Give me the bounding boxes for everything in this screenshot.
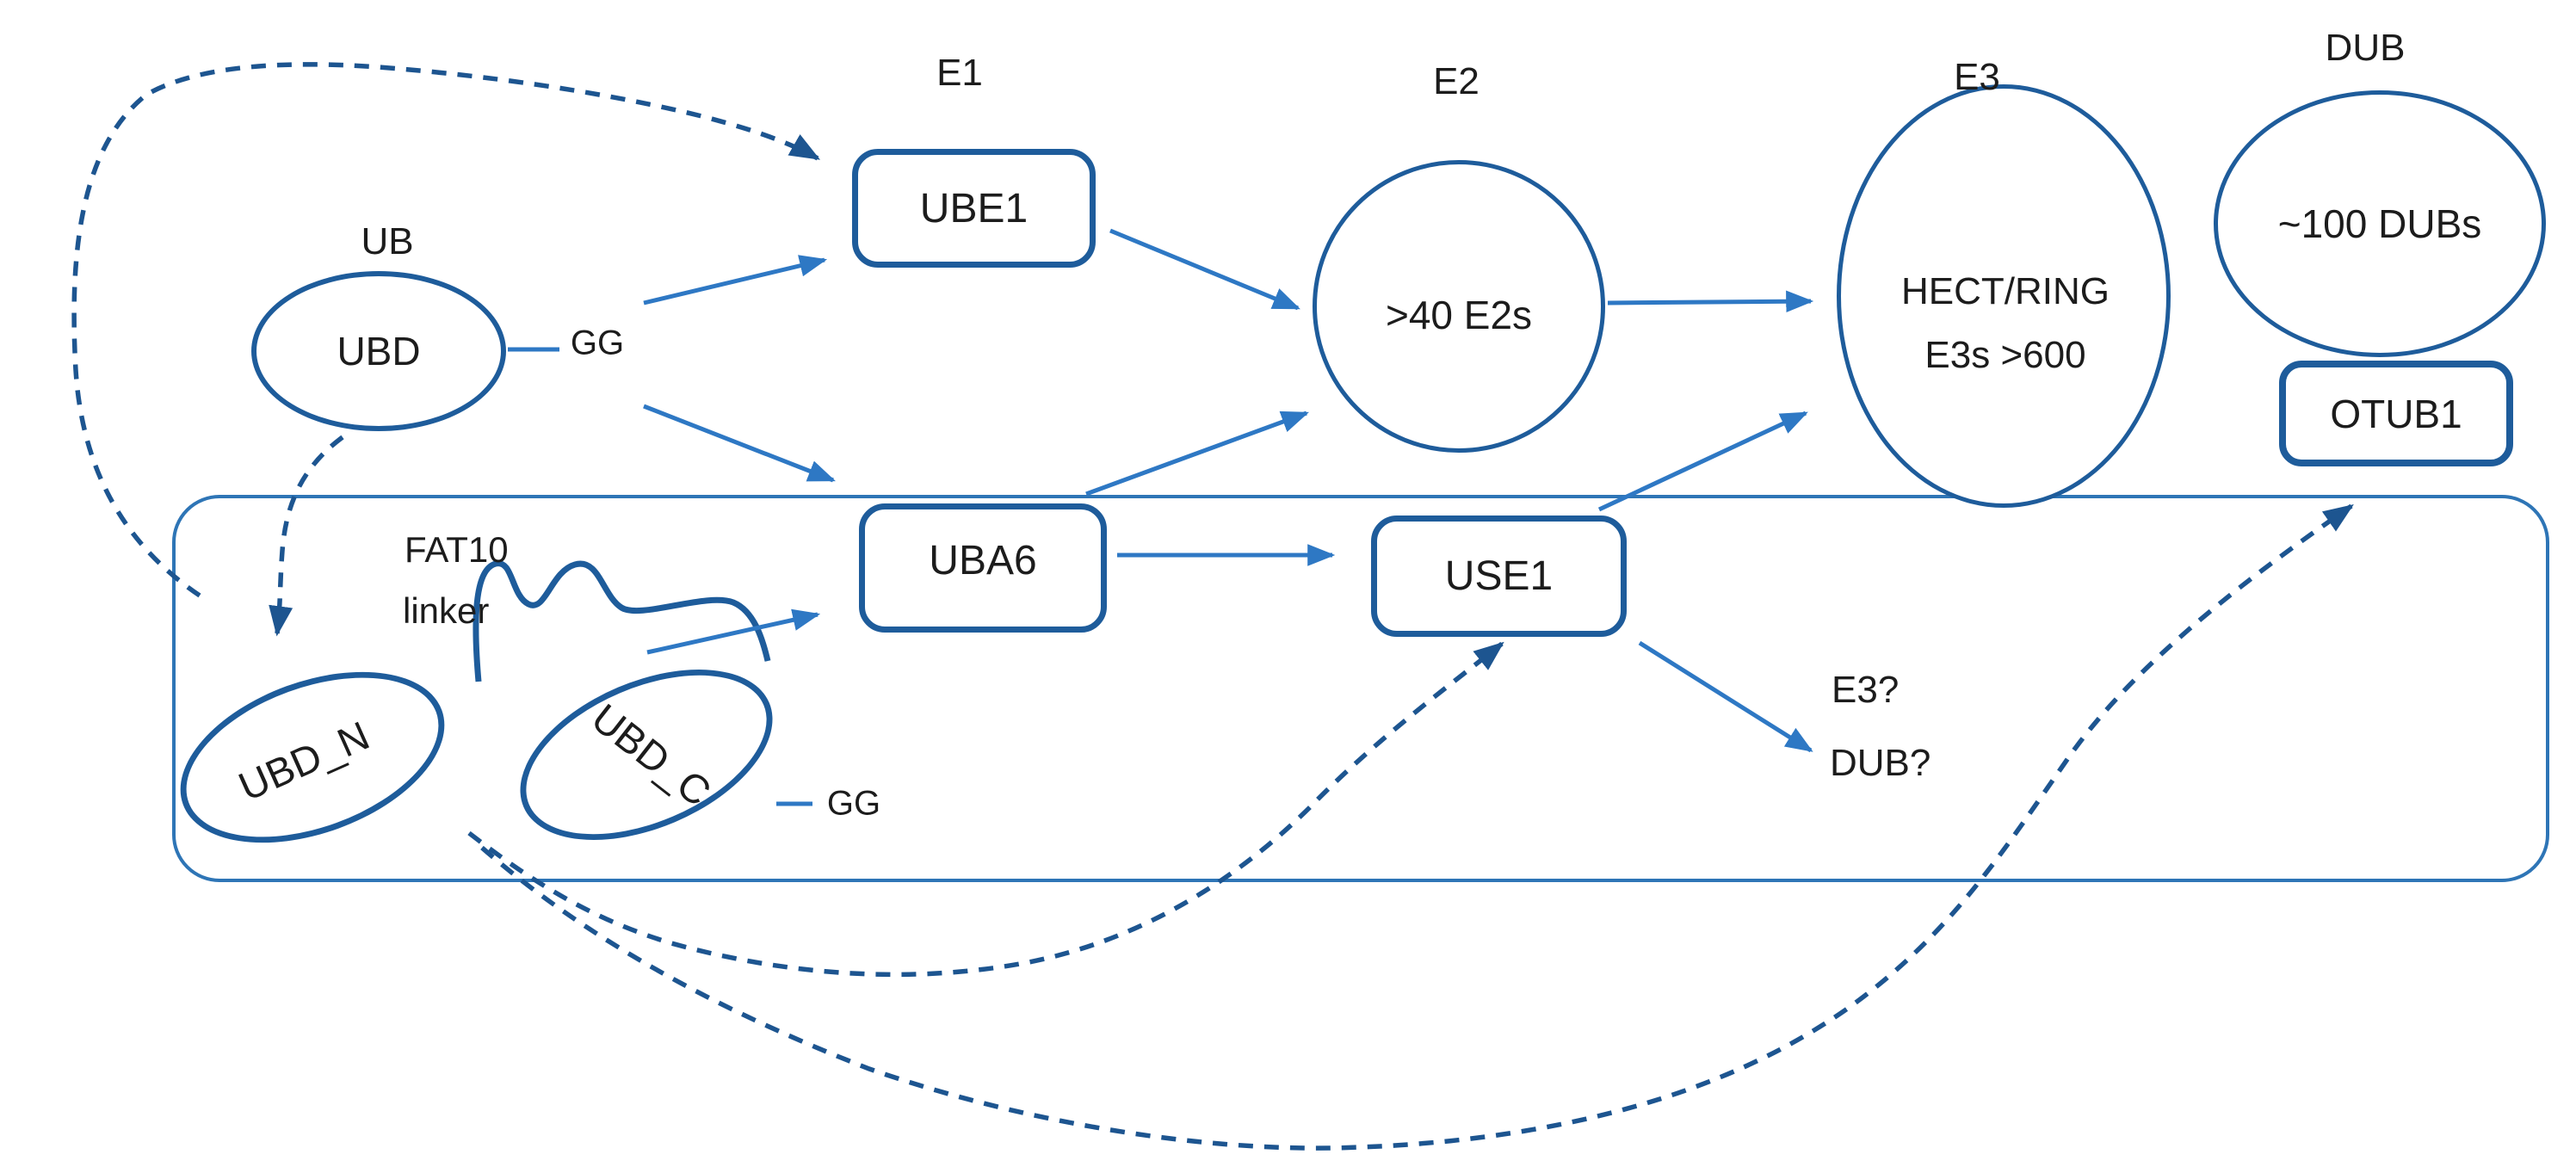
fat10-container [172, 495, 2549, 882]
label-e2: E2 [1433, 60, 1480, 102]
node-uba6: UBA6 [859, 503, 1107, 633]
node-use1: USE1 [1371, 516, 1627, 637]
arrow-uba6-to-e2 [1085, 411, 1310, 497]
label-ub: UB [361, 220, 414, 262]
e3-pool-text: HECT/RING E3s >600 [1901, 260, 2110, 387]
fat10-title: FAT10 [405, 529, 509, 570]
node-e3-pool [1837, 84, 2171, 508]
node-dub-pool: ~100 DUBs [2214, 90, 2546, 357]
e3-question-label: E3? [1832, 669, 1900, 711]
node-ubd: UBD [251, 271, 506, 431]
arrow-ubd-to-uba6 [643, 404, 836, 483]
e3-pool-line2: E3s >600 [1924, 334, 2086, 376]
label-e1: E1 [936, 52, 983, 94]
node-ube1: UBE1 [852, 149, 1096, 268]
node-e2-pool: >40 E2s [1313, 160, 1605, 453]
label-e3: E3 [1954, 56, 2000, 98]
fat10-linker-label: linker [403, 590, 490, 631]
node-otub1: OTUB1 [2279, 361, 2513, 466]
arrow-ube1-to-e2 [1109, 228, 1300, 311]
arrow-e2-to-e3 [1607, 290, 1814, 313]
e3-pool-line1: HECT/RING [1901, 270, 2110, 312]
gg-tag-ub: GG [570, 324, 625, 362]
gg-tag-fat10: GG [826, 784, 881, 823]
arrow-ubd-to-ube1 [643, 255, 828, 306]
label-dub: DUB [2325, 27, 2406, 69]
dub-question-label: DUB? [1830, 742, 1931, 784]
